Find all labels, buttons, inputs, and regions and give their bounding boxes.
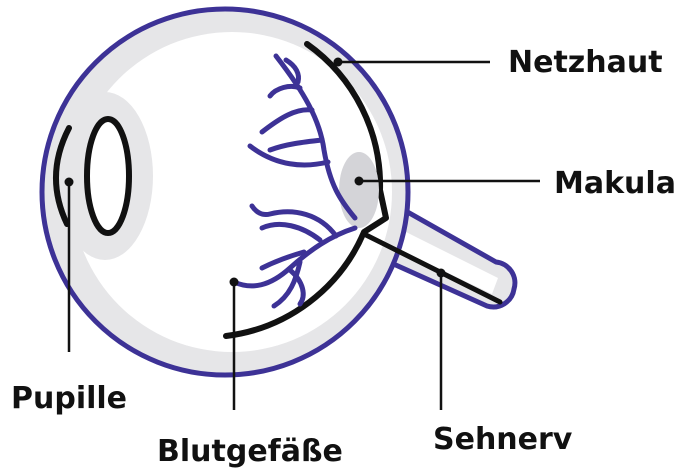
label-retina: Netzhaut xyxy=(508,45,663,80)
pupil-dot xyxy=(65,178,74,187)
macula-spot xyxy=(339,152,379,228)
lens xyxy=(87,119,129,233)
retina-dot xyxy=(334,58,343,67)
blood-vessels-dot xyxy=(230,278,239,287)
optic-nerve-dot xyxy=(437,269,446,278)
macula-dot xyxy=(355,177,364,186)
label-optic-nerve: Sehnerv xyxy=(433,422,573,457)
label-pupil: Pupille xyxy=(11,381,127,416)
label-blood-vessels: Blutgefäße xyxy=(157,434,343,469)
label-macula: Makula xyxy=(554,166,676,201)
